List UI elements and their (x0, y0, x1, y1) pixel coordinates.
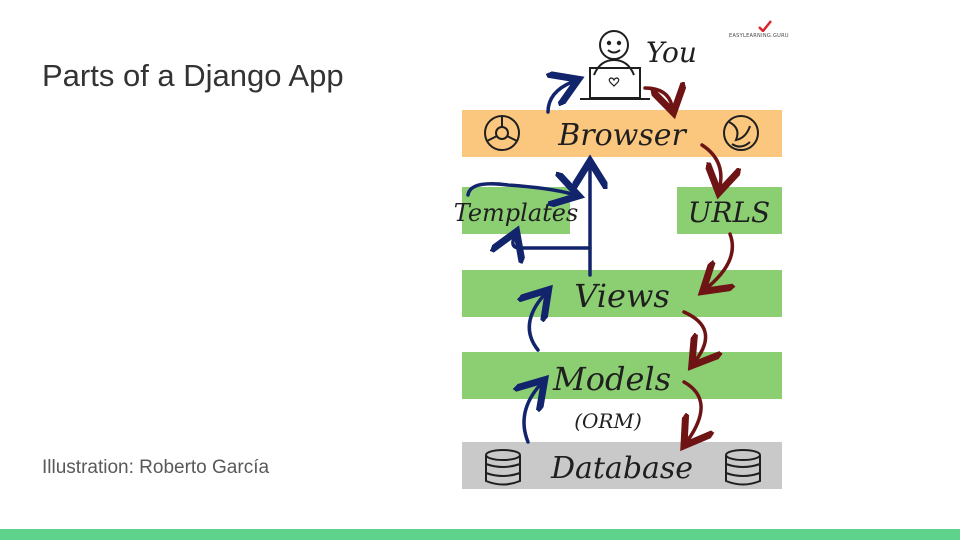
chrome-icon (484, 115, 520, 151)
browser-label: Browser (557, 118, 687, 153)
easylearning-logo: EASYLEARNING.GURU (729, 33, 789, 39)
user-at-laptop-icon (580, 30, 650, 100)
user-label: You (646, 36, 697, 69)
database-icon-right (725, 449, 761, 486)
firefox-icon (723, 115, 759, 151)
urls-label: URLS (688, 196, 770, 229)
response-arrows (466, 82, 590, 444)
database-label: Database (550, 451, 693, 486)
django-app-diagram: You Browser Templates URLS Views Models … (454, 30, 782, 489)
bottom-accent-bar (0, 529, 960, 540)
orm-label: (ORM) (574, 409, 642, 433)
checkmark-logo-icon (758, 20, 772, 32)
slide-title: Parts of a Django App (42, 58, 344, 93)
database-icon-left (485, 449, 521, 486)
models-label: Models (552, 360, 671, 398)
illustration-credit: Illustration: Roberto García (42, 457, 270, 478)
request-arrows (643, 88, 732, 440)
templates-label: Templates (454, 199, 579, 227)
browser-box (462, 110, 782, 157)
views-label: Views (574, 277, 670, 315)
